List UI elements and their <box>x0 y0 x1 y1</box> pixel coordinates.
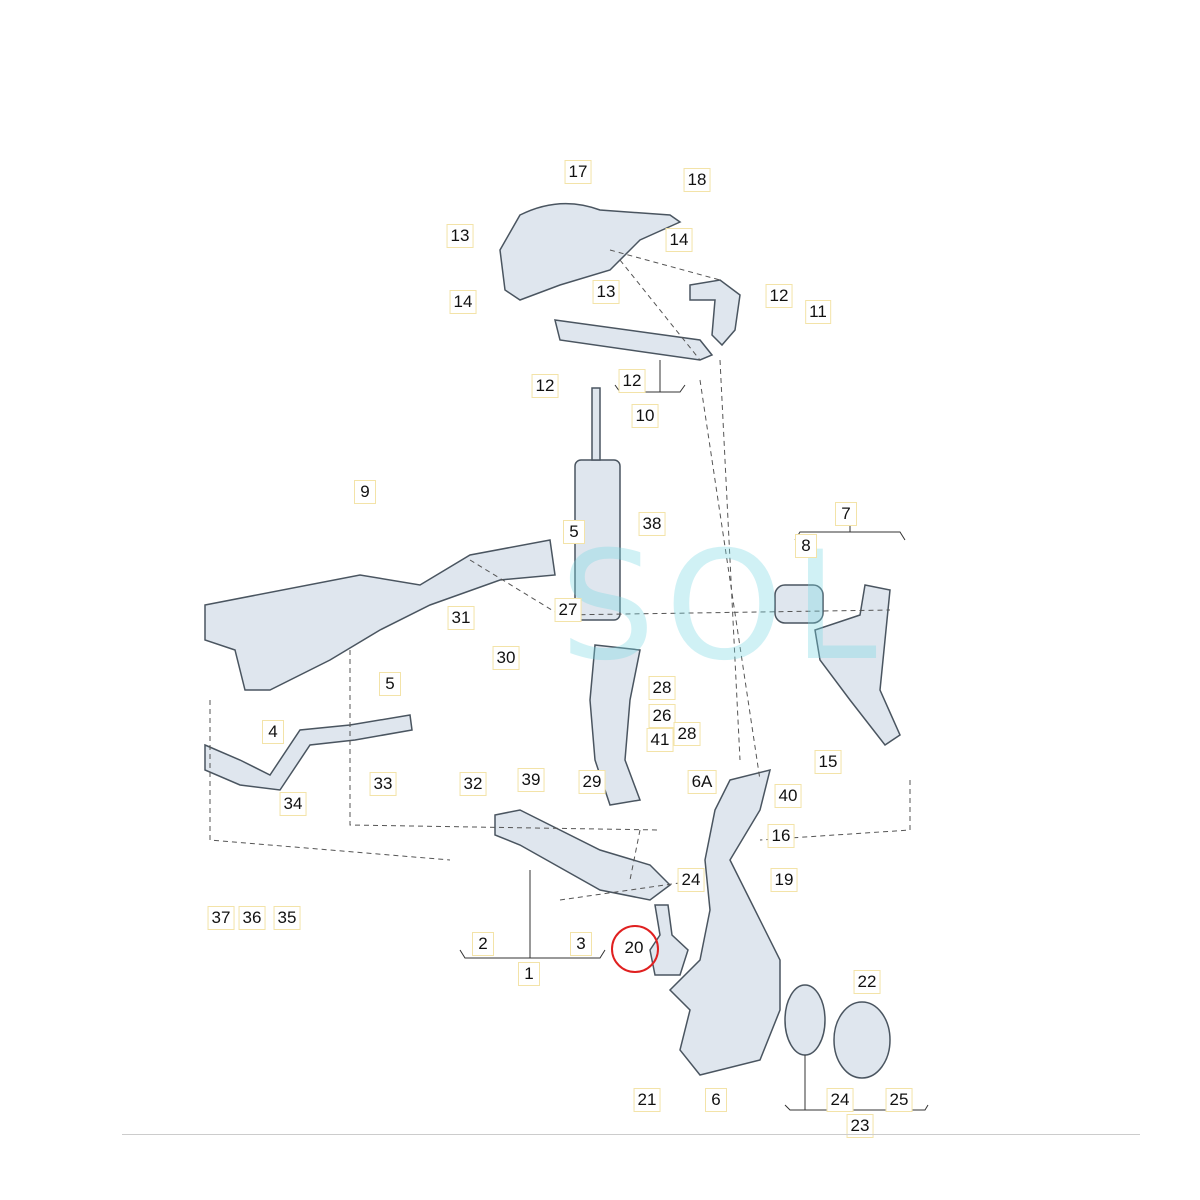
part-label-19: 19 <box>770 868 798 892</box>
shock-rod <box>591 387 601 461</box>
part-label-14: 14 <box>665 228 693 252</box>
part-label-26: 26 <box>648 704 676 728</box>
wheel-hub <box>833 1001 891 1079</box>
part-label-36: 36 <box>238 906 266 930</box>
part-label-34: 34 <box>279 792 307 816</box>
strut-mount <box>499 202 682 301</box>
part-label-18: 18 <box>683 168 711 192</box>
part-label-30: 30 <box>492 646 520 670</box>
part-label-27: 27 <box>554 598 582 622</box>
part-label-5: 5 <box>379 672 401 696</box>
stabilizer-bar <box>204 714 413 791</box>
part-label-39: 39 <box>517 768 545 792</box>
part-label-29: 29 <box>578 770 606 794</box>
control-arm-7 <box>814 584 901 747</box>
part-label-38: 38 <box>638 512 666 536</box>
part-label-3: 3 <box>570 932 592 956</box>
fork-26 <box>589 644 642 806</box>
part-label-12: 12 <box>765 284 793 308</box>
part-label-6: 6 <box>705 1088 727 1112</box>
part-label-4: 4 <box>262 720 284 744</box>
part-label-41: 41 <box>646 728 674 752</box>
part-label-6A: 6A <box>687 770 717 794</box>
part-label-40: 40 <box>774 784 802 808</box>
part-label-10: 10 <box>631 404 659 428</box>
part-label-11: 11 <box>805 300 831 324</box>
part-label-28: 28 <box>648 676 676 700</box>
wheel-bearing-housing <box>668 768 781 1076</box>
part-label-12: 12 <box>531 374 559 398</box>
part-label-35: 35 <box>273 906 301 930</box>
part-label-12: 12 <box>618 369 646 393</box>
highlight-circle <box>611 925 659 973</box>
part-label-28: 28 <box>673 722 701 746</box>
part-label-13: 13 <box>446 224 474 248</box>
part-label-7: 7 <box>835 502 857 526</box>
wheel-bearing <box>784 984 826 1056</box>
part-label-31: 31 <box>447 606 475 630</box>
part-label-22: 22 <box>853 970 881 994</box>
part-label-16: 16 <box>767 824 795 848</box>
part-label-33: 33 <box>369 772 397 796</box>
upper-link-10 <box>554 319 714 361</box>
part-label-32: 32 <box>459 772 487 796</box>
part-label-24: 24 <box>826 1088 854 1112</box>
subframe <box>204 539 556 691</box>
upper-link-11 <box>689 279 741 347</box>
part-label-17: 17 <box>564 160 592 184</box>
part-label-9: 9 <box>354 480 376 504</box>
bushing-8 <box>774 584 824 624</box>
part-label-1: 1 <box>518 962 540 986</box>
divider <box>122 1134 1140 1135</box>
part-label-24: 24 <box>677 868 705 892</box>
part-label-2: 2 <box>472 932 494 956</box>
part-label-8: 8 <box>795 534 817 558</box>
part-label-15: 15 <box>814 750 842 774</box>
part-label-13: 13 <box>592 280 620 304</box>
part-label-5: 5 <box>563 520 585 544</box>
part-label-37: 37 <box>207 906 235 930</box>
part-label-14: 14 <box>449 290 477 314</box>
lower-control-arm <box>494 809 672 901</box>
part-label-21: 21 <box>633 1088 661 1112</box>
part-label-25: 25 <box>885 1088 913 1112</box>
watermark-logo: SOL <box>560 520 887 694</box>
